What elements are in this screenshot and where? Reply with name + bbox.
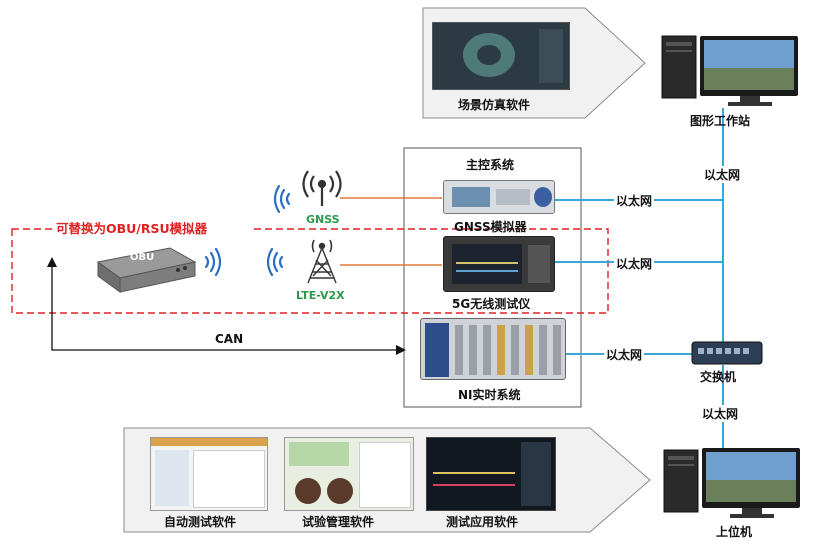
lte-v2x-label: LTE-V2X <box>296 289 345 302</box>
wireless-tester-device <box>443 236 555 292</box>
test-mgmt-screenshot <box>284 437 414 511</box>
ni-realtime-label: NI实时系统 <box>458 388 521 402</box>
replace-note: 可替换为OBU/RSU模拟器 <box>56 221 252 236</box>
ethernet-label-top: 以太网 <box>702 166 743 183</box>
test-mgmt-software-label: 试验管理软件 <box>302 515 375 529</box>
gnss-simulator-label: GNSS模拟器 <box>454 220 527 234</box>
lte-tower-icon <box>307 239 337 284</box>
replaceable-region <box>11 228 609 314</box>
gnss-antenna-label: GNSS <box>306 213 340 226</box>
gnss-antenna-icon <box>302 170 342 206</box>
host-pc-label: 上位机 <box>716 525 753 539</box>
main-control-title: 主控系统 <box>466 158 515 172</box>
wifi-icon-obu <box>204 247 222 277</box>
wifi-icon-gnss <box>273 184 291 214</box>
ethernet-label-bottom: 以太网 <box>700 405 741 422</box>
can-arrow-right <box>396 345 406 355</box>
test-app-software-label: 测试应用软件 <box>446 515 519 529</box>
obu-label: OBU <box>130 252 155 263</box>
switch-label: 交换机 <box>700 370 737 384</box>
can-label: CAN <box>215 332 244 346</box>
test-app-screenshot <box>426 437 556 511</box>
graphics-workstation-icon <box>661 35 798 106</box>
scene-software-label: 场景仿真软件 <box>458 98 531 112</box>
host-pc-icon <box>663 448 800 518</box>
gnss-simulator-device <box>443 180 555 214</box>
obu-device-icon <box>96 247 197 293</box>
ni-realtime-device <box>420 318 566 380</box>
can-bus-line <box>51 262 404 351</box>
auto-test-software-label: 自动测试软件 <box>164 515 237 529</box>
graphics-workstation-label: 图形工作站 <box>690 114 751 128</box>
wifi-icon-lte <box>266 247 284 277</box>
ethernet-label-5g: 以太网 <box>614 255 655 272</box>
scene-sim-screenshot <box>432 22 570 90</box>
can-arrow-up <box>47 257 57 267</box>
ethernet-label-ni: 以太网 <box>604 346 645 363</box>
auto-test-screenshot <box>150 437 268 511</box>
ethernet-label-gnss: 以太网 <box>614 192 655 209</box>
wireless-tester-label: 5G无线测试仪 <box>452 297 531 311</box>
network-switch-icon <box>691 341 763 365</box>
